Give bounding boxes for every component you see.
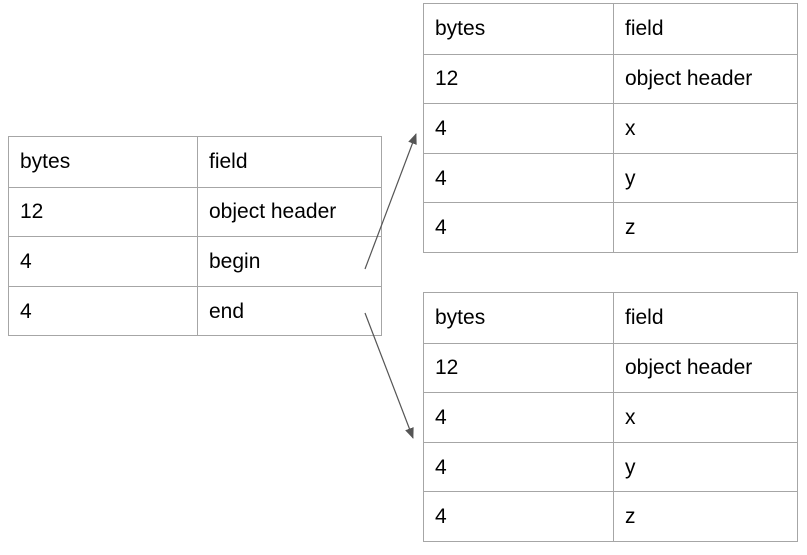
table-cell: 4 bbox=[424, 441, 613, 492]
table-cell: z bbox=[613, 491, 797, 541]
table-cell: 4 bbox=[424, 103, 613, 153]
table-cell: z bbox=[613, 202, 797, 252]
table-cell: 12 bbox=[424, 342, 613, 393]
table-cell: 4 bbox=[424, 392, 613, 442]
table-cell: end bbox=[197, 285, 381, 336]
table-header-cell: field bbox=[613, 293, 797, 343]
table-cell: x bbox=[613, 392, 797, 442]
table-header-cell: bytes bbox=[20, 150, 71, 174]
table-cell: y bbox=[613, 441, 797, 492]
table-cell: 4 bbox=[9, 285, 197, 336]
table-header-cell: field bbox=[197, 137, 381, 187]
table-cell: begin bbox=[197, 236, 381, 286]
end-target-table: bytes field 12 object header 4 x 4 y 4 z bbox=[423, 292, 798, 542]
table-cell: 12 bbox=[9, 186, 197, 237]
table-cell: 4 bbox=[9, 236, 197, 286]
table-cell: y bbox=[613, 152, 797, 203]
table-header-cell: bytes bbox=[435, 306, 486, 330]
table-header-cell: bytes bbox=[435, 17, 486, 41]
table-cell: x bbox=[613, 103, 797, 153]
table-cell: 4 bbox=[424, 491, 613, 541]
begin-target-table: bytes field 12 object header 4 x 4 y 4 z bbox=[423, 3, 798, 253]
table-cell: object header bbox=[613, 342, 797, 393]
table-cell: object header bbox=[197, 186, 381, 237]
table-header-cell: field bbox=[613, 4, 797, 54]
table-cell: object header bbox=[613, 53, 797, 104]
table-cell: 4 bbox=[424, 152, 613, 203]
outer-struct-table: bytes field 12 object header 4 begin 4 e… bbox=[8, 136, 382, 337]
table-cell: 12 bbox=[424, 53, 613, 104]
table-cell: 4 bbox=[424, 202, 613, 252]
